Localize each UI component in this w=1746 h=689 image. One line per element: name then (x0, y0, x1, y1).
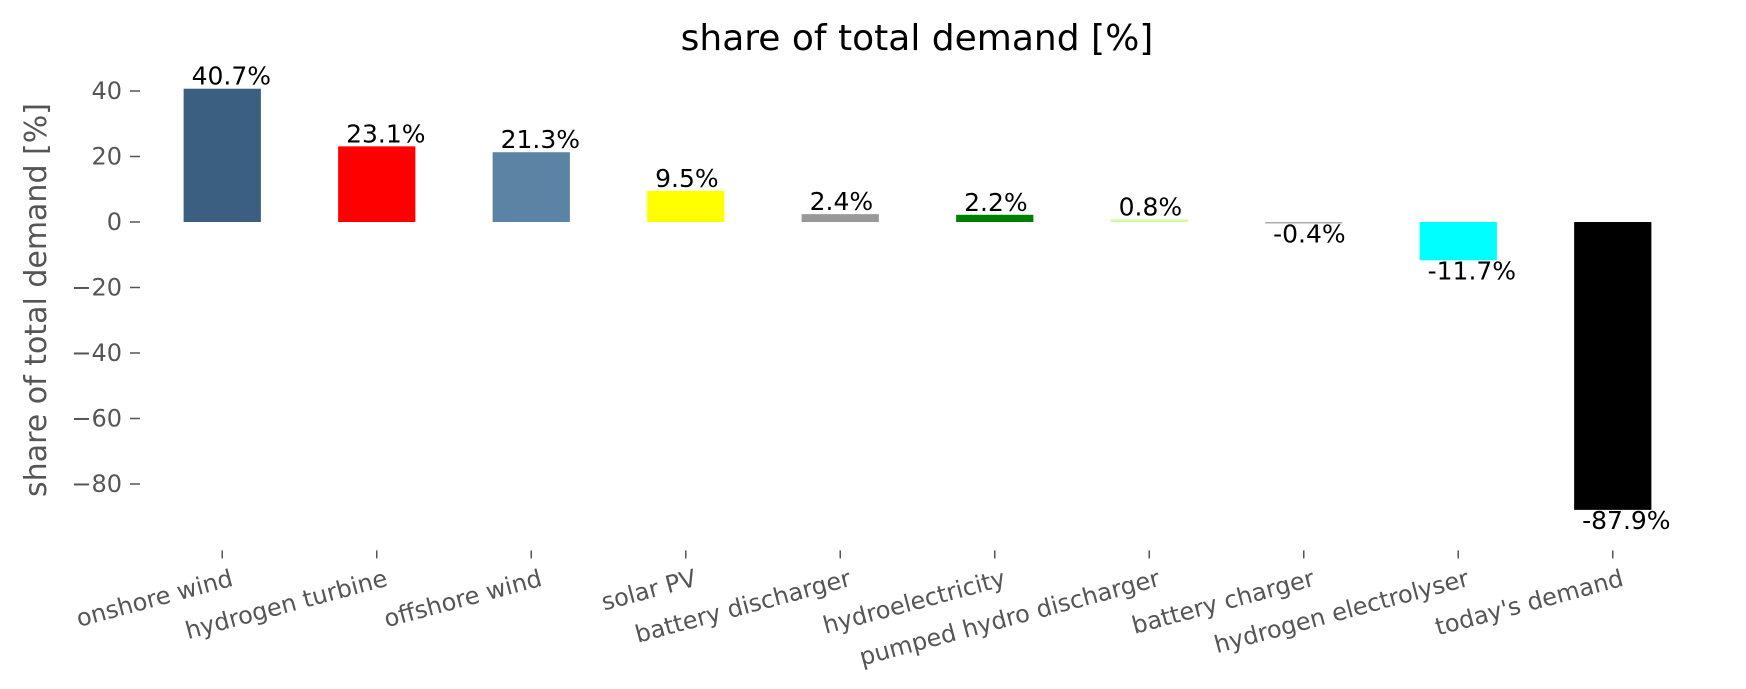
data-label: -11.7% (1428, 256, 1516, 285)
bar-onshore-wind (183, 88, 261, 223)
chart-title: share of total demand [%] (681, 18, 1154, 59)
data-labels: 40.7% 23.1% 21.3% 9.5% 2.4% 2.2% 0.8% -0.4% -11.… (192, 62, 1671, 535)
bar-solar-pv (647, 190, 725, 222)
bar-hydrogen-electrolyser (1419, 222, 1497, 261)
y-tick-label: 40 (91, 77, 122, 105)
y-tick-label: 0 (107, 208, 122, 236)
data-label: 2.2% (964, 188, 1028, 217)
bar-pumped-hydro-discharger (1110, 219, 1188, 222)
y-tick-label: 20 (91, 143, 122, 171)
bar-battery-discharger (801, 214, 879, 222)
bar-hydroelectricity (956, 214, 1034, 222)
data-label: 2.4% (810, 187, 874, 216)
bar-offshore-wind (492, 152, 570, 222)
x-tick-label: offshore wind (381, 564, 545, 633)
data-label: 21.3% (501, 125, 580, 154)
bars (183, 88, 1652, 510)
bar-today-s-demand (1574, 222, 1652, 510)
x-tick-label: hydrogen electrolyser (1211, 564, 1472, 659)
bar-battery-charger (1265, 222, 1343, 224)
bar-hydrogen-turbine (338, 146, 416, 222)
data-label: 23.1% (346, 119, 425, 148)
data-label: -0.4% (1273, 219, 1346, 248)
data-label: -87.9% (1582, 506, 1670, 535)
y-tick-label: −60 (71, 405, 122, 433)
data-label: 40.7% (192, 62, 271, 91)
y-axis: 40 20 0 −20 −40 −60 −80 (71, 77, 140, 498)
y-tick-label: −20 (71, 274, 122, 302)
y-tick-label: −80 (71, 470, 122, 498)
y-axis-label: share of total demand [%] (19, 103, 54, 497)
y-tick-label: −40 (71, 339, 122, 367)
data-label: 0.8% (1119, 192, 1183, 221)
data-label: 9.5% (655, 164, 719, 193)
